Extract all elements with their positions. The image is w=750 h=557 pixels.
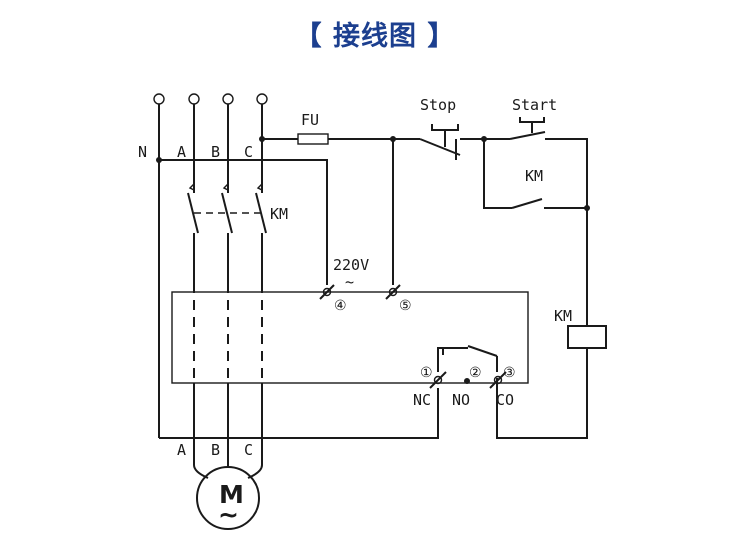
- label-voltage-tilde: ~: [345, 273, 354, 291]
- terminal-2: ②: [469, 364, 482, 380]
- supply-lines: [156, 104, 328, 438]
- terminal-5: ⑤: [399, 297, 412, 313]
- stop-button-symbol: [419, 124, 487, 160]
- motor-label-b: B: [211, 441, 220, 459]
- km-main-contacts: [187, 182, 267, 293]
- fuse: [297, 133, 420, 285]
- terminal-4: ④: [334, 297, 347, 313]
- diagram-title: 【 接线图 】: [294, 21, 456, 52]
- km-coil: [496, 325, 607, 439]
- label-stop: Stop: [420, 96, 456, 114]
- label-no: NO: [452, 391, 470, 409]
- start-button-symbol: [483, 117, 590, 326]
- label-km-holding: KM: [525, 167, 543, 185]
- terminal-1: ①: [420, 364, 433, 380]
- motor: [193, 455, 263, 530]
- terminal-3: ③: [503, 364, 516, 380]
- label-km-main: KM: [270, 205, 288, 223]
- dashed-phase-lines: [193, 300, 263, 455]
- label-start: Start: [512, 96, 557, 114]
- label-b: B: [211, 143, 220, 161]
- motor-tilde: ~: [218, 500, 239, 529]
- label-km-coil: KM: [554, 307, 572, 325]
- label-nc: NC: [413, 391, 431, 409]
- label-fu: FU: [301, 111, 319, 129]
- module-terminals: [159, 284, 507, 439]
- label-co: CO: [496, 391, 514, 409]
- label-n: N: [138, 143, 147, 161]
- motor-symbol: M: [219, 480, 244, 509]
- supply-terminals: [153, 93, 268, 105]
- motor-label-c: C: [244, 441, 253, 459]
- protector-module: [171, 291, 529, 384]
- label-a: A: [177, 143, 186, 161]
- label-voltage: 220V: [333, 256, 369, 274]
- label-c: C: [244, 143, 253, 161]
- motor-label-a: A: [177, 441, 186, 459]
